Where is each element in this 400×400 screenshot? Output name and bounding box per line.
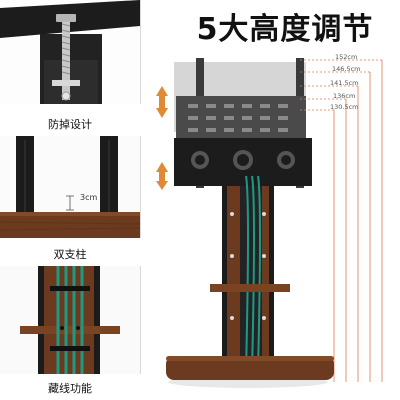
feature-label-anti-drop: 防掉设计 [48,118,92,131]
mount-plate-upper [176,96,306,140]
height-level-label: 136cm [333,92,356,100]
gap-size-label: 3cm [80,193,98,202]
cable-channel [240,186,262,372]
height-level-label: 130.5cm [330,103,359,111]
mount-bracket [174,138,312,186]
height-level-label: 152cm [335,53,358,61]
mount-rail-right [296,58,304,188]
adjust-arrow-icon [156,86,168,118]
main-column [222,186,274,372]
dual-pillar-illustration [0,136,140,238]
feature-label-cable-management: 藏线功能 [48,382,92,395]
dual-pillar-detail-panel [0,136,141,238]
mount-rail-left [196,58,204,188]
height-level-label: 141.5cm [330,79,359,87]
headline: 5大高度调节 [196,12,374,47]
anti-drop-detail-panel [0,0,141,104]
gap-dimension [66,195,74,211]
cable-clip [50,286,90,291]
shelf [20,326,120,334]
cable-management-detail-panel [0,266,141,374]
media-shelf [210,284,290,292]
height-level-label: 146.5cm [332,65,361,73]
cable-clip [50,346,90,351]
cable-management-illustration [0,266,140,374]
adjust-arrow-icon [156,162,168,190]
ghost-mount-positions [174,62,306,132]
walnut-base [0,212,140,238]
anti-drop-illustration [0,0,140,104]
bolt-icon [62,18,70,100]
feature-label-dual-pillar: 双支柱 [53,248,87,261]
column-cables [245,175,261,373]
base-plate [166,356,334,380]
walnut-pillar [38,266,100,374]
hidden-cables [56,266,84,374]
